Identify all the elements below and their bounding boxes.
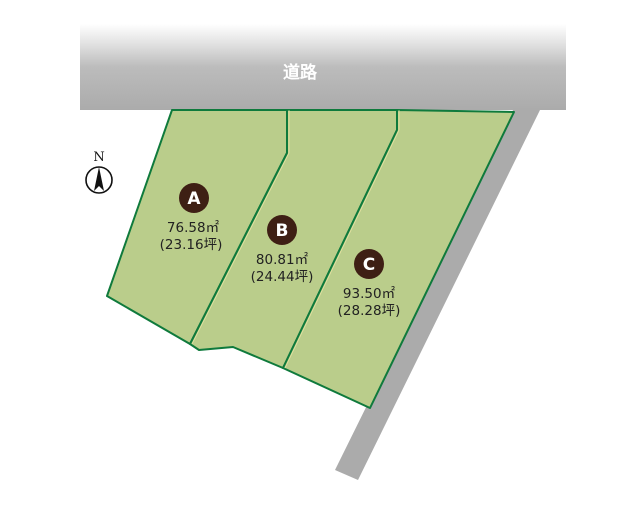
lot-b-badge	[267, 215, 297, 245]
lot-c-area-sqm: 93.50㎡	[343, 286, 396, 302]
lot-c-label: C 93.50㎡ (28.28坪)	[338, 249, 401, 319]
lot-a-area-sqm: 76.58㎡	[167, 220, 220, 236]
lot-a-area-tsubo: (23.16坪)	[160, 237, 223, 253]
lot-c[interactable]	[282, 109, 515, 409]
north-label: N	[93, 150, 104, 165]
north-arrow-icon	[94, 167, 104, 191]
lot-a-badge	[179, 183, 209, 213]
lot-b-letter: B	[276, 221, 289, 241]
north-compass: N	[85, 150, 113, 194]
lot-a-label: A 76.58㎡ (23.16坪)	[160, 183, 223, 253]
lot-c-badge	[354, 249, 384, 279]
road-side-strip	[335, 108, 566, 480]
lot-b-area-sqm: 80.81㎡	[256, 252, 309, 268]
road-label: 道路	[283, 62, 318, 83]
lots	[106, 109, 515, 409]
lot-c-area-tsubo: (28.28坪)	[338, 303, 401, 319]
lot-b-label: B 80.81㎡ (24.44坪)	[251, 215, 314, 285]
road-top	[80, 24, 566, 110]
lot-c-letter: C	[363, 255, 375, 275]
lot-b-area-tsubo: (24.44坪)	[251, 269, 314, 285]
road: 道路	[80, 24, 566, 480]
divider-highlights	[191, 110, 400, 369]
lot-a-letter: A	[187, 189, 201, 209]
